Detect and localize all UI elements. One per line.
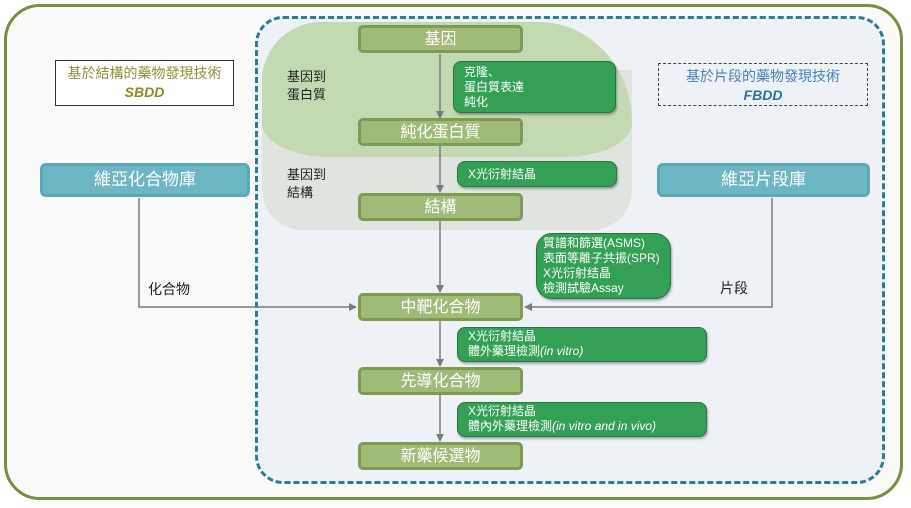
flow-label-compounds: 化合物 <box>148 282 190 298</box>
fbdd-abbr: FBDD <box>743 87 783 103</box>
sbdd-abbr: SBDD <box>124 84 165 100</box>
stage-gene: 基因 <box>358 25 523 53</box>
phase-label-gene-to-protein: 基因到 蛋白質 <box>287 70 327 103</box>
compound-library: 維亞化合物庫 <box>40 163 250 197</box>
fbdd-legend-box: 基於片段的藥物發現技術 FBDD <box>658 63 868 106</box>
stage-purified-protein: 純化蛋白質 <box>358 118 523 146</box>
method-fragment-screening: 質譜和篩選(ASMS) 表面等離子共振(SPR) X光衍射结晶 檢測試驗Assa… <box>536 233 671 299</box>
method-cloning-expression-purification: 克隆、 蛋白質表達 純化 <box>453 61 616 113</box>
phase-label-gene-to-structure: 基因到 結構 <box>287 168 327 201</box>
stage-structure: 結構 <box>358 193 523 221</box>
sbdd-legend-box: 基於結構的藥物發現技術 SBDD <box>55 60 234 106</box>
fragment-library: 維亞片段庫 <box>657 163 870 197</box>
method-hit-to-lead: X光衍射結晶 體外藥理檢測(in vitro) <box>457 327 707 362</box>
stage-lead-compound: 先導化合物 <box>358 367 523 395</box>
sbdd-title: 基於結構的藥物發現技術 <box>67 66 222 82</box>
method-xray-crystallography: X光衍射結晶 <box>457 161 617 187</box>
flow-label-fragments: 片段 <box>720 281 748 297</box>
fbdd-title: 基於片段的藥物發現技術 <box>686 69 840 85</box>
arrow-fragments-to-hit <box>524 198 773 311</box>
stage-drug-candidate: 新藥候選物 <box>358 442 523 470</box>
stage-hit-compound: 中靶化合物 <box>358 293 523 321</box>
arrow-compounds-to-hit <box>138 198 357 311</box>
method-lead-to-candidate: X光衍射結晶 體內外藥理檢測(in vitro and in vivo) <box>457 402 707 437</box>
